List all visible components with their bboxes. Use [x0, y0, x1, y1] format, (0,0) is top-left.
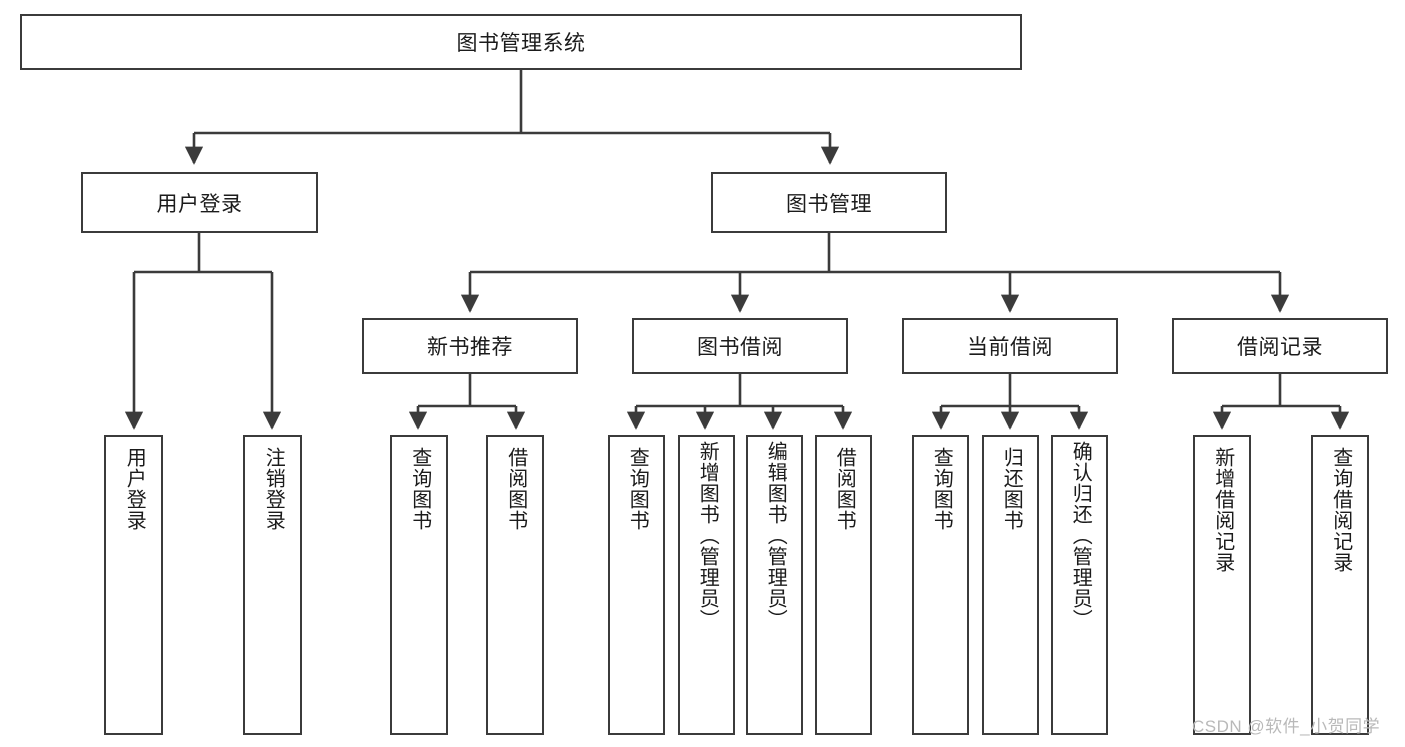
node-label: 确认归还（管理员）: [1069, 441, 1092, 630]
leaf-confirm-return-admin[interactable]: 确认归还（管理员）: [1051, 435, 1108, 735]
node-book-management-system[interactable]: 图书管理系统: [20, 14, 1022, 70]
node-label: 查询图书: [408, 447, 431, 531]
leaf-user-login[interactable]: 用户登录: [104, 435, 163, 735]
node-label: 归还图书: [1000, 447, 1023, 531]
leaf-borrow-book[interactable]: 借阅图书: [815, 435, 872, 735]
node-label: 新增图书（管理员）: [696, 441, 719, 630]
leaf-query-book-recommend[interactable]: 查询图书: [390, 435, 448, 735]
node-label: 查询借阅记录: [1329, 447, 1352, 573]
leaf-query-borrow-record[interactable]: 查询借阅记录: [1311, 435, 1369, 735]
watermark-text: CSDN @软件_小贺同学: [1192, 717, 1381, 736]
node-label: 借阅图书: [504, 447, 527, 531]
node-current-borrow[interactable]: 当前借阅: [902, 318, 1118, 374]
node-label: 编辑图书（管理员）: [764, 441, 787, 630]
node-book-manage[interactable]: 图书管理: [711, 172, 947, 233]
node-label: 当前借阅: [967, 336, 1053, 359]
node-label: 借阅记录: [1237, 336, 1323, 359]
node-label: 注销登录: [262, 447, 285, 531]
leaf-add-borrow-record[interactable]: 新增借阅记录: [1193, 435, 1251, 735]
node-label: 查询图书: [930, 447, 953, 531]
leaf-user-logout[interactable]: 注销登录: [243, 435, 302, 735]
leaf-edit-book-admin[interactable]: 编辑图书（管理员）: [746, 435, 803, 735]
leaf-query-book-borrow[interactable]: 查询图书: [608, 435, 665, 735]
node-label: 查询图书: [626, 447, 649, 531]
node-new-book-recommend[interactable]: 新书推荐: [362, 318, 578, 374]
leaf-add-book-admin[interactable]: 新增图书（管理员）: [678, 435, 735, 735]
node-label: 用户登录: [123, 447, 146, 531]
leaf-query-book-current[interactable]: 查询图书: [912, 435, 969, 735]
node-label: 图书管理系统: [456, 32, 586, 55]
node-label: 新增借阅记录: [1211, 447, 1234, 573]
node-label: 新书推荐: [427, 336, 513, 359]
node-label: 图书管理: [786, 192, 872, 216]
node-user-login[interactable]: 用户登录: [81, 172, 318, 233]
leaf-return-book[interactable]: 归还图书: [982, 435, 1039, 735]
leaf-borrow-book-recommend[interactable]: 借阅图书: [486, 435, 544, 735]
node-label: 借阅图书: [833, 447, 856, 531]
node-borrow-record[interactable]: 借阅记录: [1172, 318, 1388, 374]
node-label: 图书借阅: [697, 336, 783, 359]
node-book-borrow[interactable]: 图书借阅: [632, 318, 848, 374]
node-label: 用户登录: [156, 192, 243, 216]
